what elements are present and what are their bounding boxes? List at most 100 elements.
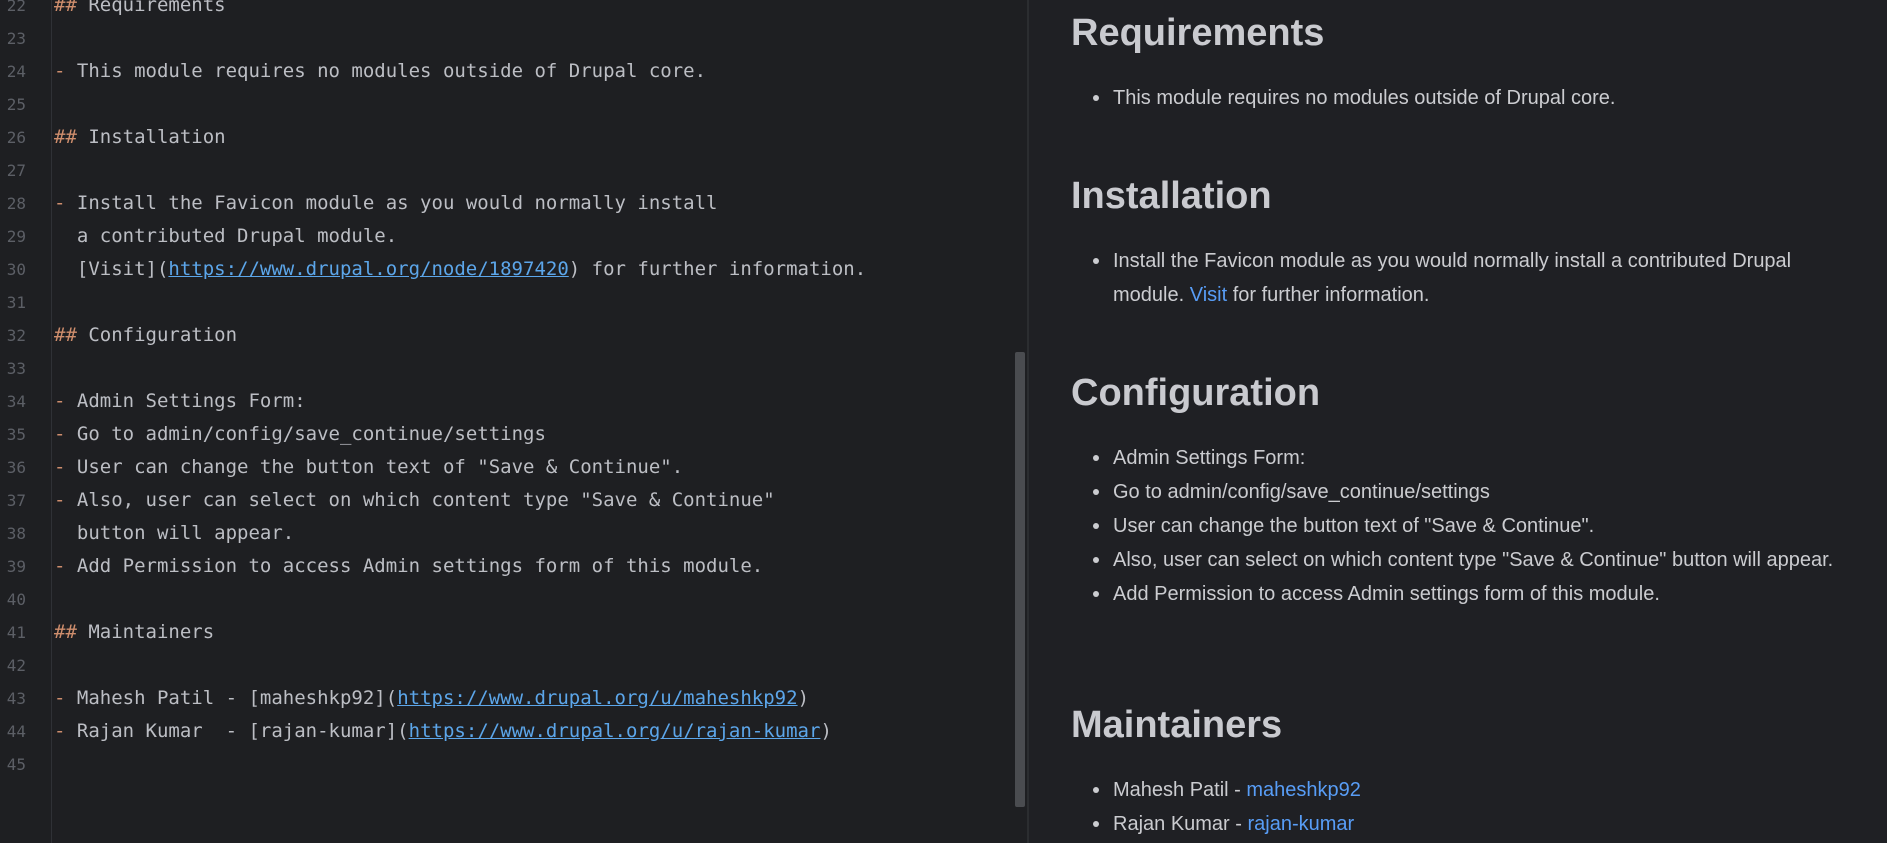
- heading-marker: ##: [54, 621, 77, 643]
- code-text: Rajan Kumar - [rajan-kumar](: [65, 720, 409, 742]
- url-link[interactable]: https://www.drupal.org/u/rajan-kumar: [408, 720, 821, 742]
- list-item: This module requires no modules outside …: [1093, 81, 1843, 115]
- heading-marker: ##: [54, 324, 77, 346]
- code-line[interactable]: [Visit](https://www.drupal.org/node/1897…: [54, 253, 866, 286]
- heading-installation: Installation: [1071, 175, 1272, 217]
- list-item: Go to admin/config/save_continue/setting…: [1093, 475, 1843, 509]
- code-line[interactable]: - User can change the button text of "Sa…: [54, 451, 683, 484]
- maintainer-name: Rajan Kumar -: [1113, 813, 1248, 835]
- list-marker: -: [54, 192, 66, 214]
- visit-link[interactable]: Visit: [1189, 284, 1228, 306]
- code-line[interactable]: a contributed Drupal module.: [54, 220, 397, 253]
- code-text: User can change the button text of "Save…: [65, 456, 684, 478]
- pane-divider[interactable]: [1027, 0, 1029, 843]
- list-marker: -: [54, 390, 66, 412]
- list-marker: -: [54, 489, 66, 511]
- line-number: 37: [6, 491, 26, 510]
- line-number: 41: [6, 623, 26, 642]
- code-line-heading[interactable]: ## Configuration: [54, 319, 237, 352]
- code-text: Maintainers: [76, 621, 215, 643]
- line-number: 35: [6, 425, 26, 444]
- line-number: 28: [6, 194, 26, 213]
- code-text: [Visit](: [54, 258, 169, 280]
- code-text: ): [797, 687, 810, 709]
- code-line[interactable]: - Also, user can select on which content…: [54, 484, 775, 517]
- line-number-gutter: 22 23 24 25 26 27 28 29 30 31 32 33 34 3…: [0, 0, 52, 843]
- maintainer-name: Mahesh Patil -: [1113, 779, 1247, 801]
- line-number: 33: [6, 359, 26, 378]
- list-item: Install the Favicon module as you would …: [1093, 244, 1843, 312]
- line-number: 43: [6, 689, 26, 708]
- line-number: 30: [6, 260, 26, 279]
- code-line[interactable]: - Admin Settings Form:: [54, 385, 306, 418]
- code-text: ): [820, 720, 832, 742]
- heading-marker: ##: [54, 126, 77, 148]
- code-line[interactable]: - Install the Favicon module as you woul…: [54, 187, 717, 220]
- list-marker: -: [54, 423, 66, 445]
- code-text: Go to admin/config/save_continue/setting…: [65, 423, 546, 445]
- line-number: 34: [6, 392, 26, 411]
- code-text: button will appear.: [54, 522, 295, 544]
- line-number: 29: [6, 227, 26, 246]
- code-text: a contributed Drupal module.: [54, 225, 398, 247]
- maintainer-link[interactable]: maheshkp92: [1246, 779, 1361, 801]
- line-number: 27: [6, 161, 26, 180]
- list-marker: -: [54, 687, 66, 709]
- url-link[interactable]: https://www.drupal.org/u/maheshkp92: [397, 687, 798, 709]
- markdown-preview-pane: Requirements This module requires no mod…: [1029, 0, 1887, 843]
- heading-configuration: Configuration: [1071, 372, 1321, 414]
- list-item: Admin Settings Form:: [1093, 441, 1843, 475]
- list-item: Mahesh Patil - maheshkp92: [1093, 773, 1843, 807]
- code-text: Requirements: [76, 0, 226, 16]
- maintainer-link[interactable]: rajan-kumar: [1247, 813, 1355, 835]
- code-line-heading[interactable]: ## Installation: [54, 121, 226, 154]
- maintainers-list: Mahesh Patil - maheshkp92 Rajan Kumar - …: [1093, 773, 1843, 841]
- heading-marker: ##: [54, 0, 77, 16]
- list-marker: -: [54, 720, 66, 742]
- line-number: 22: [6, 0, 26, 15]
- code-text: Also, user can select on which content t…: [65, 489, 775, 511]
- list-item-text: for further information.: [1227, 284, 1430, 306]
- configuration-list: Admin Settings Form: Go to admin/config/…: [1093, 441, 1843, 611]
- list-item-text: Install the Favicon module as you would …: [1113, 250, 1792, 306]
- line-number: 38: [6, 524, 26, 543]
- list-item: Rajan Kumar - rajan-kumar: [1093, 807, 1843, 841]
- list-marker: -: [54, 456, 66, 478]
- line-number: 45: [6, 755, 26, 774]
- line-number: 26: [6, 128, 26, 147]
- line-number: 25: [6, 95, 26, 114]
- editor-scrollbar[interactable]: [1013, 0, 1027, 843]
- code-text: Installation: [76, 126, 226, 148]
- list-marker: -: [54, 60, 66, 82]
- code-line[interactable]: - Add Permission to access Admin setting…: [54, 550, 763, 583]
- heading-requirements: Requirements: [1071, 12, 1325, 54]
- line-number: 40: [6, 590, 26, 609]
- code-line[interactable]: - Go to admin/config/save_continue/setti…: [54, 418, 546, 451]
- list-marker: -: [54, 555, 66, 577]
- code-line[interactable]: - Mahesh Patil - [maheshkp92](https://ww…: [54, 682, 809, 715]
- code-line-heading[interactable]: ## Maintainers: [54, 616, 214, 649]
- code-line[interactable]: - This module requires no modules outsid…: [54, 55, 706, 88]
- line-number: 39: [6, 557, 26, 576]
- code-line[interactable]: button will appear.: [54, 517, 294, 550]
- installation-list: Install the Favicon module as you would …: [1093, 244, 1843, 312]
- url-link[interactable]: https://www.drupal.org/node/1897420: [168, 258, 569, 280]
- heading-maintainers: Maintainers: [1071, 704, 1283, 746]
- line-number: 36: [6, 458, 26, 477]
- code-text: Admin Settings Form:: [65, 390, 306, 412]
- list-item: Also, user can select on which content t…: [1093, 543, 1843, 577]
- line-number: 31: [6, 293, 26, 312]
- editor-pane[interactable]: 22 23 24 25 26 27 28 29 30 31 32 33 34 3…: [0, 0, 1027, 843]
- code-text: Configuration: [76, 324, 238, 346]
- scrollbar-thumb[interactable]: [1015, 352, 1025, 807]
- code-text: This module requires no modules outside …: [65, 60, 707, 82]
- code-text: Mahesh Patil - [maheshkp92](: [65, 687, 398, 709]
- code-text: Install the Favicon module as you would …: [65, 192, 718, 214]
- code-line-heading[interactable]: ## Requirements: [54, 0, 226, 22]
- list-item: Add Permission to access Admin settings …: [1093, 577, 1843, 611]
- line-number: 32: [6, 326, 26, 345]
- code-line[interactable]: - Rajan Kumar - [rajan-kumar](https://ww…: [54, 715, 832, 748]
- line-number: 44: [6, 722, 26, 741]
- requirements-list: This module requires no modules outside …: [1093, 81, 1843, 115]
